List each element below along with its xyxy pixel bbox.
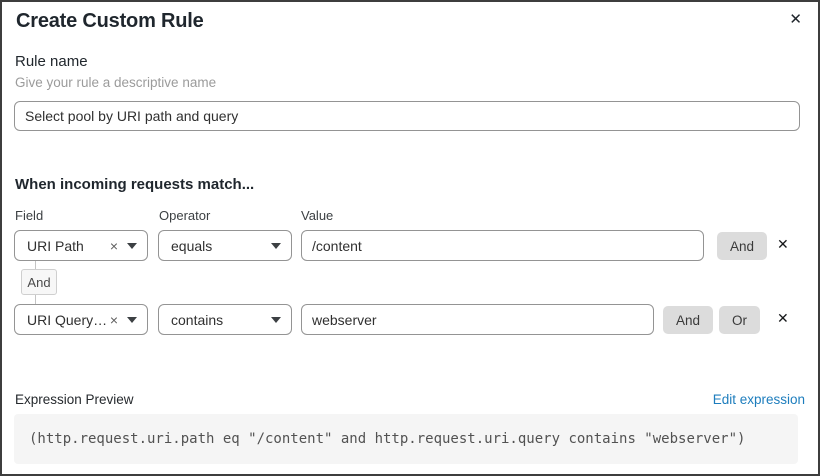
chevron-down-icon [271, 242, 281, 249]
connector-line-top [35, 261, 36, 269]
connector-and-chip: And [21, 269, 57, 295]
rule-name-label: Rule name [15, 53, 88, 70]
dialog-title: Create Custom Rule [16, 10, 204, 32]
chevron-down-icon [127, 242, 137, 249]
operator-select-row2[interactable]: contains [158, 304, 292, 335]
value-input-row2[interactable] [301, 304, 654, 335]
operator-select-row2-value: contains [171, 311, 224, 328]
expression-preview-label: Expression Preview [15, 392, 134, 407]
field-column-label: Field [15, 208, 44, 223]
chevron-down-icon [271, 316, 281, 323]
edit-expression-link[interactable]: Edit expression [712, 392, 805, 407]
value-column-label: Value [301, 208, 334, 223]
and-button-row1[interactable]: And [717, 232, 768, 260]
remove-condition-icon-row2[interactable]: ✕ [777, 311, 789, 327]
field-select-row1-value: URI Path [27, 237, 84, 254]
clear-field-icon[interactable]: × [109, 237, 118, 254]
remove-condition-icon-row1[interactable]: ✕ [777, 237, 789, 253]
operator-column-label: Operator [159, 208, 211, 223]
field-select-row1[interactable]: URI Path × [14, 230, 148, 261]
expression-code-block: (http.request.uri.path eq "/content" and… [14, 414, 798, 464]
match-heading: When incoming requests match... [15, 176, 255, 193]
clear-field-icon[interactable]: × [109, 311, 118, 328]
rule-name-help: Give your rule a descriptive name [15, 75, 217, 90]
close-icon[interactable]: ✕ [785, 10, 806, 29]
chevron-down-icon [127, 316, 137, 323]
field-select-row2-value: URI Query St... [27, 311, 110, 328]
rule-name-input[interactable] [14, 101, 800, 131]
operator-select-row1-value: equals [171, 237, 213, 254]
value-input-row1[interactable] [301, 230, 704, 261]
and-button-row2[interactable]: And [663, 306, 714, 334]
operator-select-row1[interactable]: equals [158, 230, 292, 261]
field-select-row2[interactable]: URI Query St... × [14, 304, 148, 335]
or-button-row2[interactable]: Or [719, 306, 760, 334]
expression-code: (http.request.uri.path eq "/content" and… [29, 431, 746, 447]
connector-line-bottom [35, 295, 36, 304]
